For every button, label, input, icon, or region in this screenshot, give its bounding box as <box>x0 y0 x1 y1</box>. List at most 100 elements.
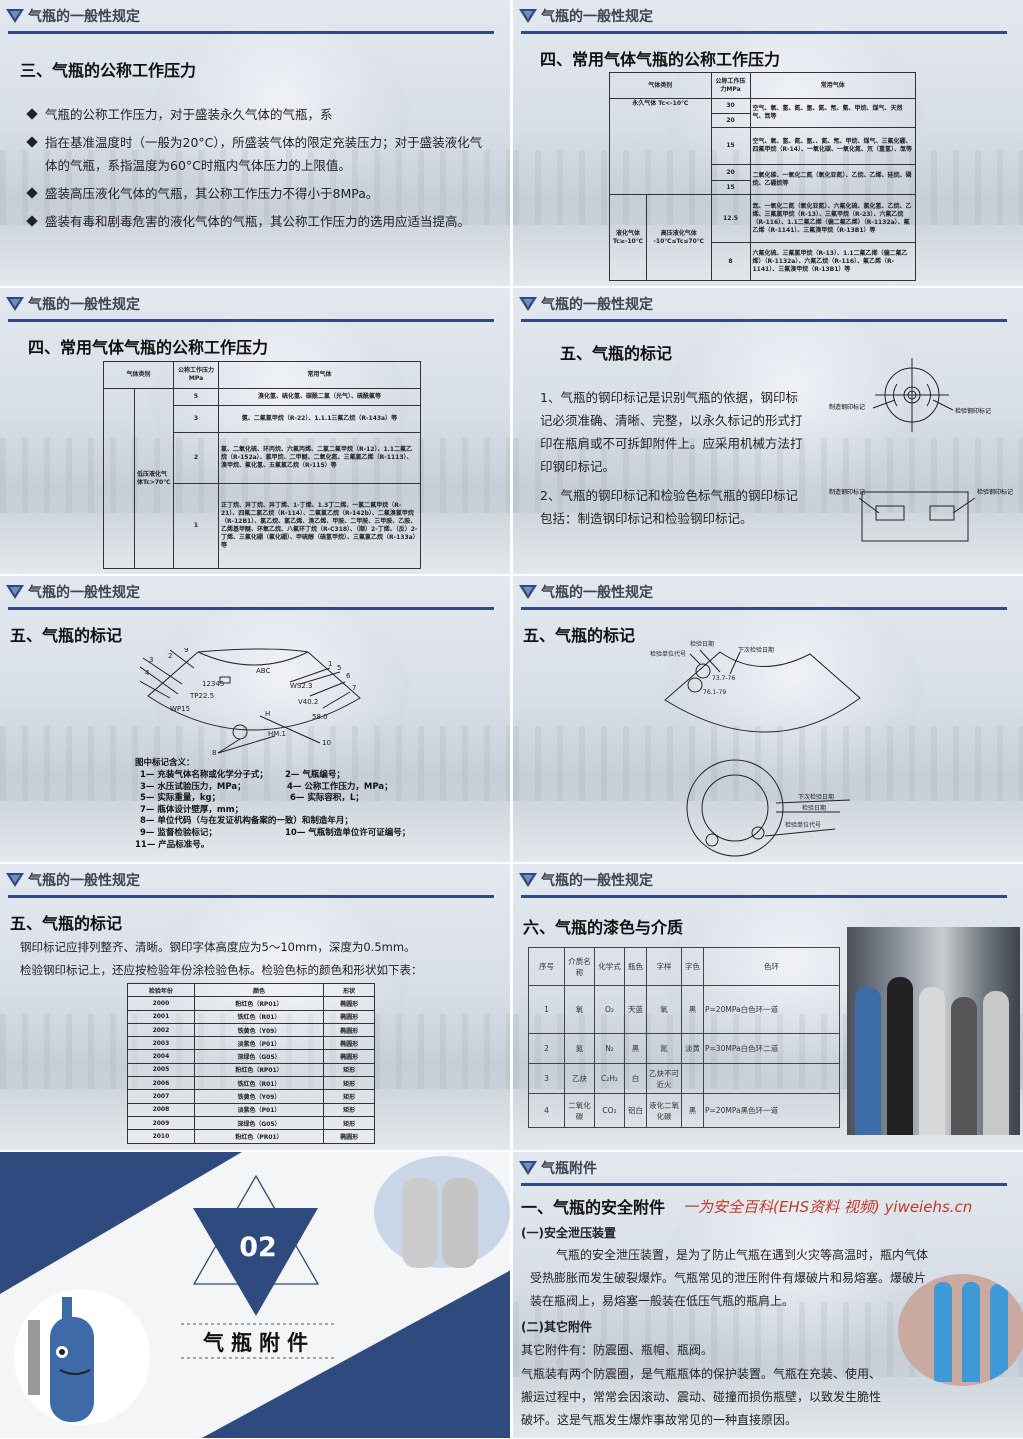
legend-item: 9— 监督检验标记； <box>140 828 217 838</box>
table-cell: 铁红色（R01） <box>193 1009 325 1024</box>
slide-header: 气瓶的一般性规定 <box>519 582 653 602</box>
paragraph: 气瓶的安全泄压装置，是为了防止气瓶在遇到火灾等高温时，瓶内气体受热膨胀而发生破裂… <box>530 1248 929 1308</box>
svg-text:WP15: WP15 <box>170 705 190 713</box>
table-cell: 3 <box>528 1063 565 1094</box>
header-divider <box>521 1183 1007 1186</box>
slide-1[interactable]: 气瓶的一般性规定 三、气瓶的公称工作压力 气瓶的公称工作压力，对于盛装永久气体的… <box>0 0 510 286</box>
table-cell: 椭圆形 <box>323 1022 375 1038</box>
svg-text:73.7-76: 73.7-76 <box>712 675 735 682</box>
slide-title: 四、常用气体气瓶的公称工作压力 <box>28 338 269 357</box>
text-line: 检验钢印标记上，还应按检验年份涂检验色标。检验色标的颜色和形状如下表： <box>20 963 423 977</box>
slide-header: 气瓶的一般性规定 <box>519 294 653 314</box>
slide-title: 一、气瓶的安全附件 <box>521 1198 666 1217</box>
slide-title: 四、常用气体气瓶的公称工作压力 <box>540 50 781 69</box>
svg-text:检验日期: 检验日期 <box>690 640 714 648</box>
logo-icon <box>6 585 24 599</box>
svg-text:下次检验日期: 下次检验日期 <box>798 793 834 801</box>
slide-header: 气瓶的一般性规定 <box>6 294 140 314</box>
logo-icon <box>6 873 24 887</box>
table-cell: 黑 <box>624 1033 647 1064</box>
svg-text:1: 1 <box>328 660 332 668</box>
slide-title: 五、气瓶的标记 <box>523 626 636 645</box>
header-title: 气瓶的一般性规定 <box>28 585 140 601</box>
header-divider <box>8 607 494 610</box>
bullet-item: 盛装有毒和剧毒危害的液化气体的气瓶，其公称工作压力的选用应适当提高。 <box>26 210 483 233</box>
slide-9-section-cover[interactable]: 02 气瓶附件 <box>0 1152 510 1438</box>
svg-text:检验日期: 检验日期 <box>802 804 826 812</box>
svg-text:12345: 12345 <box>202 680 224 688</box>
table-cell: 椭圆形 <box>323 1009 375 1024</box>
table-cell: N₂ <box>594 1033 625 1064</box>
table-cell: 矩形 <box>323 1076 375 1091</box>
slide-6[interactable]: 气瓶的一般性规定 五、气瓶的标记 检验日期检验单位代号 下次检验日期 73.7-7… <box>513 576 1023 862</box>
table-cell: 粉红色（RP01） <box>193 1062 325 1078</box>
column-header: 化学式 <box>594 947 625 986</box>
label-insp: 检验钢印标记 <box>977 488 1013 496</box>
column-header: 检验年份 <box>127 982 195 998</box>
logo-icon <box>519 297 537 311</box>
header-divider <box>8 319 494 322</box>
table-cell: 2001 <box>127 1009 195 1024</box>
table-cell: 氮 <box>646 1033 682 1064</box>
slide-10[interactable]: 气瓶附件 一、气瓶的安全附件 (一)安全泄压装置 气瓶的安全泄压装置，是为了防止… <box>513 1152 1023 1438</box>
header-title: 气瓶附件 <box>541 1161 597 1177</box>
table-cell: 粉红色（PR01） <box>193 1129 325 1144</box>
header-title: 气瓶的一般性规定 <box>541 873 653 889</box>
legend-item: 7— 瓶体设计壁厚，mm； <box>140 805 244 815</box>
header-divider <box>521 31 1007 34</box>
paragraph: 1、气瓶的钢印标记是识别气瓶的依据，钢印标记必须准确、清晰、完整，以永久标记的形… <box>540 390 803 474</box>
column-header: 色环 <box>703 947 840 986</box>
paragraph: 其它附件有：防震圈、瓶帽、瓶阀。 <box>521 1343 714 1357</box>
slide-4[interactable]: 气瓶的一般性规定 五、气瓶的标记 1、气瓶的钢印标记是识别气瓶的依据，钢印标记必… <box>513 288 1023 574</box>
column-header: 字色 <box>681 947 704 986</box>
column-header: 介质名称 <box>564 947 595 986</box>
table-cell: 天蓝 <box>624 985 647 1034</box>
paragraph: 2、气瓶的钢印标记和检验色标气瓶的钢印标记包括：制造钢印标记和检验钢印标记。 <box>540 488 798 526</box>
table-cell: 椭圆形 <box>323 1049 375 1064</box>
cylinder-mascot-icon <box>28 1297 94 1422</box>
slide-title: 三、气瓶的公称工作压力 <box>20 61 197 80</box>
legend-item: 8— 单位代码（与在发证机构备案的一致）和制造年月； <box>140 816 353 826</box>
slide-7[interactable]: 气瓶的一般性规定 五、气瓶的标记 钢印标记应排列整齐、清晰。钢印字体高度应为5～… <box>0 864 510 1150</box>
table-cell: 氧 <box>646 985 682 1034</box>
legend-item: 5— 实际重量，kg； <box>140 793 221 803</box>
table-cell: 深绿色（G05） <box>193 1115 325 1131</box>
slide-header: 气瓶附件 <box>519 1158 597 1178</box>
table-cell: 淡黄 <box>681 1033 704 1064</box>
svg-text:HM.1: HM.1 <box>268 730 286 738</box>
table-cell: 2000 <box>127 996 195 1011</box>
table-cell: 椭圆形 <box>323 1036 375 1051</box>
header-divider <box>8 895 494 898</box>
header-title: 气瓶的一般性规定 <box>541 585 653 601</box>
svg-text:H: H <box>265 710 270 718</box>
text-line: 钢印标记应排列整齐、清晰。钢印字体高度应为5～10mm，深度为0.5mm。 <box>20 940 416 954</box>
svg-text:检验单位代号: 检验单位代号 <box>785 821 821 829</box>
slide-header: 气瓶的一般性规定 <box>519 6 653 26</box>
column-header: 字样 <box>646 947 682 986</box>
table-cell: 2006 <box>127 1076 195 1091</box>
table-cell: CO₂ <box>594 1093 625 1128</box>
table-header-row: 序号介质名称化学式瓶色字样字色色环 <box>528 947 840 986</box>
table-cell: 2 <box>528 1033 565 1064</box>
table-cell: 4 <box>528 1093 565 1128</box>
bullet-item: 气瓶的公称工作压力，对于盛装永久气体的气瓶，系 <box>26 103 483 126</box>
table-cell: 1 <box>528 985 565 1034</box>
svg-text:8: 8 <box>212 749 216 757</box>
slide-title: 五、气瓶的标记 <box>10 914 123 933</box>
svg-text:4: 4 <box>145 669 150 677</box>
svg-text:7: 7 <box>352 684 356 692</box>
section-number: 02 <box>239 1232 277 1263</box>
table-cell: 2002 <box>127 1022 195 1038</box>
table-cell: P=20MPa黑色环一道 <box>703 1093 840 1128</box>
